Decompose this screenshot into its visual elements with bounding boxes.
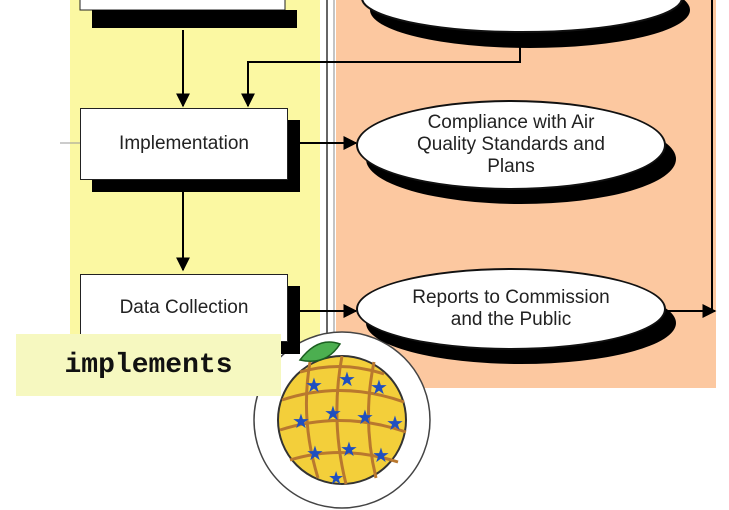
compliance-label: Compliance with Air Quality Standards an… <box>416 112 605 177</box>
data-collection-box: Data Collection <box>80 274 288 342</box>
svg-text:★: ★ <box>292 409 310 433</box>
svg-text:★: ★ <box>340 437 358 461</box>
compliance-oval: Compliance with Air Quality Standards an… <box>356 100 666 190</box>
top-box-partial <box>79 0 286 11</box>
svg-text:★: ★ <box>324 401 342 425</box>
svg-text:★: ★ <box>356 405 374 429</box>
reports-label: Reports to Commission and the Public <box>412 287 610 330</box>
arrow-oval-to-implementation <box>241 45 521 108</box>
svg-text:★: ★ <box>306 441 324 465</box>
svg-text:★: ★ <box>305 373 323 397</box>
svg-text:★: ★ <box>372 443 390 467</box>
reports-oval: Reports to Commission and the Public <box>356 268 666 350</box>
implementation-box: Implementation <box>80 108 288 180</box>
svg-text:★: ★ <box>386 411 404 435</box>
implementation-label: Implementation <box>119 133 249 154</box>
svg-text:★: ★ <box>328 468 344 489</box>
planet-fruit-icon: ★ ★ ★ ★ ★ ★ ★ ★ ★ ★ ★ <box>253 331 431 509</box>
svg-text:★: ★ <box>338 367 356 391</box>
data-collection-label: Data Collection <box>119 297 249 318</box>
implements-caption: implements <box>16 334 281 396</box>
svg-text:★: ★ <box>370 375 388 399</box>
